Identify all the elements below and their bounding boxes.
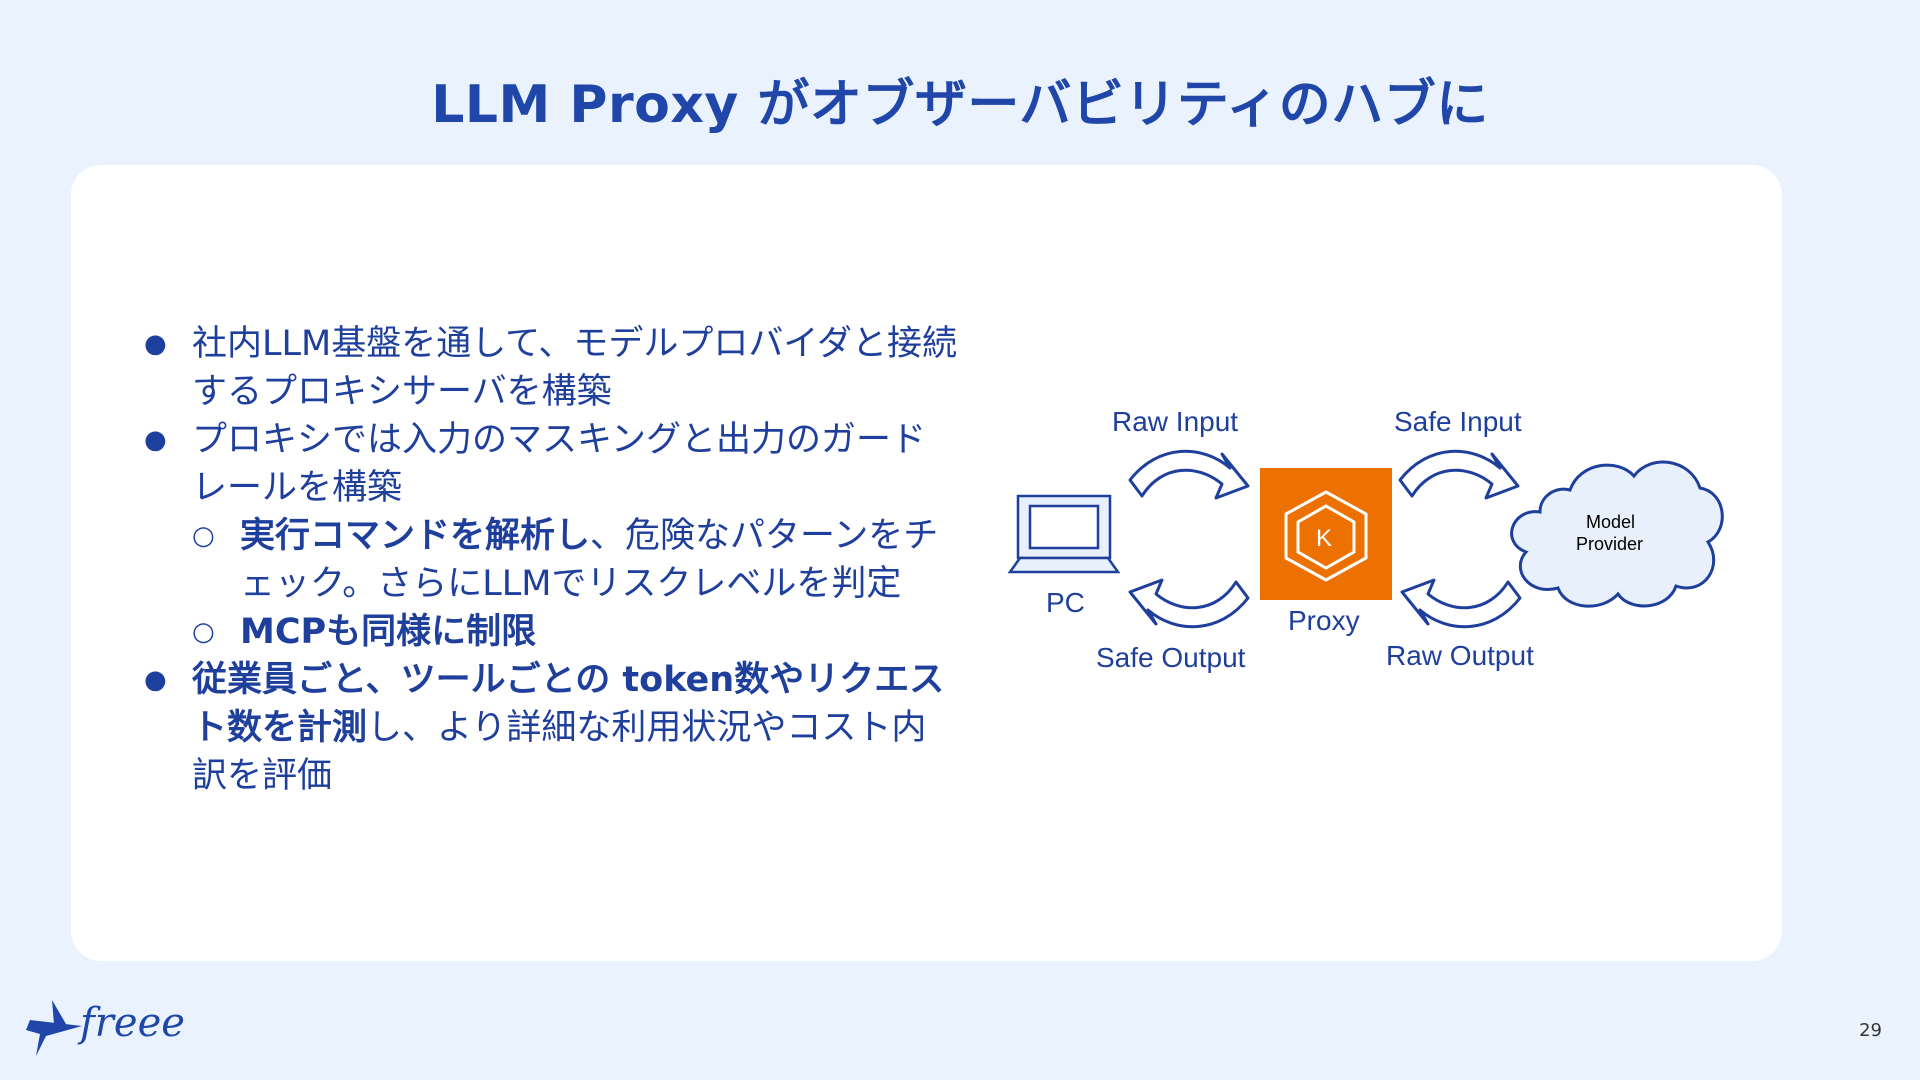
safe-output-label: Safe Output (1096, 642, 1246, 673)
bullet-item: ● 従業員ごと、ツールごとの token数やリクエスト数を計測し、より詳細な利用状… (140, 656, 960, 800)
bullet-bold-text: 実行コマンドを解析し (240, 516, 591, 556)
bullet-item: ○ MCPも同様に制限 (140, 608, 960, 656)
bullet-item: ○ 実行コマンドを解析し、危険なパターンをチェック。さらにLLMでリスクレベルを判… (140, 512, 960, 608)
freee-bird-logo-icon (26, 1000, 82, 1056)
freee-logo-text: freee (80, 1000, 185, 1046)
bullet-text: プロキシでは入力のマスキングと出力のガードレールを構築 (192, 420, 926, 508)
proxy-label: Proxy (1288, 605, 1360, 636)
bullet-bold-text: 従業員ごと、ツールごとの token数やリクエスト数を計測 (192, 660, 945, 748)
kubernetes-icon (1284, 490, 1368, 582)
bullet-text: 社内LLM基盤を通して、モデルプロバイダと接続するプロキシサーバを構築 (192, 324, 957, 412)
bullet-marker: ● (144, 329, 167, 359)
bullet-marker: ● (144, 425, 167, 455)
bullet-item: ● プロキシでは入力のマスキングと出力のガードレールを構築 (140, 416, 960, 512)
content-card (71, 165, 1782, 961)
laptop-icon (1007, 494, 1121, 574)
bullet-item: ● 社内LLM基盤を通して、モデルプロバイダと接続するプロキシサーバを構築 (140, 320, 960, 416)
page-number: 29 (1859, 1020, 1882, 1041)
cloud-icon (1510, 460, 1724, 608)
cloud-label-line2: Provider (1576, 534, 1643, 554)
safe-output-arrow-icon (1128, 578, 1250, 629)
raw-input-arrow-icon (1128, 449, 1250, 500)
cloud-label-line1: Model (1586, 512, 1635, 532)
raw-output-label: Raw Output (1386, 640, 1534, 671)
raw-input-label: Raw Input (1112, 406, 1238, 437)
proxy-box (1260, 468, 1392, 600)
bullet-text: 、危険なパターンをチェック。さらにLLMでリスクレベルを判定 (240, 516, 939, 604)
bullet-bold-text: MCPも同様に制限 (240, 612, 537, 652)
safe-input-arrow-icon (1398, 449, 1520, 500)
sub-bullet-marker: ○ (192, 521, 215, 551)
bullet-marker: ● (144, 665, 167, 695)
raw-output-arrow-icon (1400, 578, 1522, 629)
safe-input-label: Safe Input (1394, 406, 1522, 437)
proxy-icon-letter: K (1316, 525, 1332, 552)
sub-bullet-marker: ○ (192, 617, 215, 647)
slide-title: LLM Proxy がオブザーバビリティのハブに (431, 75, 1489, 135)
bullet-text: し、より詳細な利用状況やコスト内訳を評価 (192, 708, 927, 796)
bullet-list: ● 社内LLM基盤を通して、モデルプロバイダと接続するプロキシサーバを構築 ● プロキ… (140, 320, 960, 800)
pc-label: PC (1046, 587, 1085, 618)
